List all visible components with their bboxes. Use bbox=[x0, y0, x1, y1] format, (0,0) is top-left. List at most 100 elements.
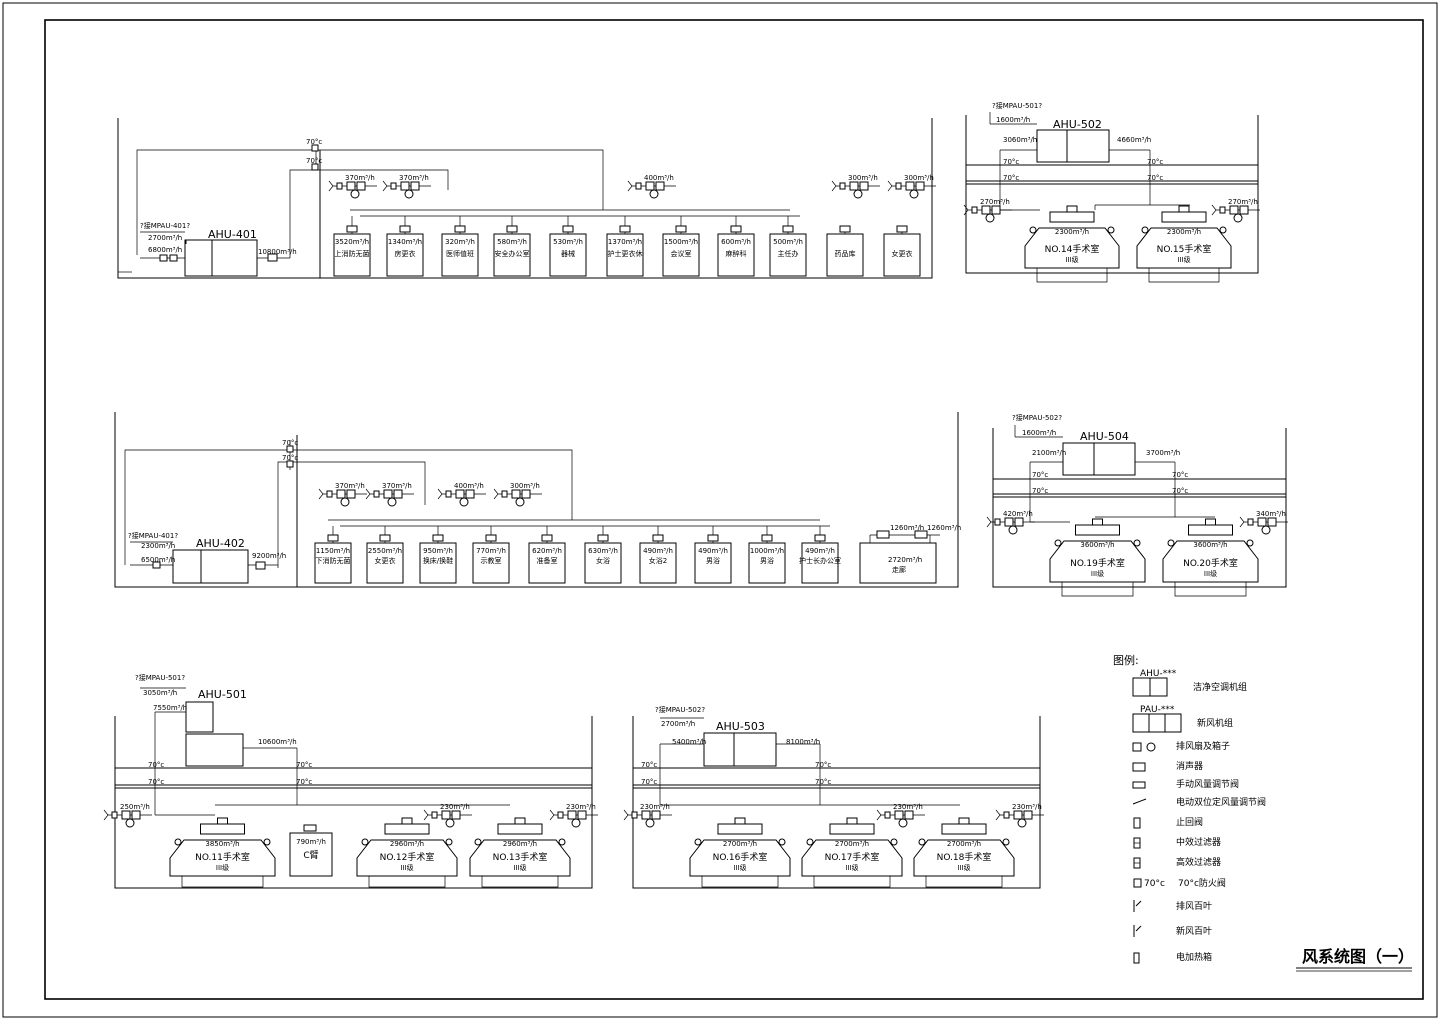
or-18 bbox=[913, 839, 1015, 877]
or-20-flow: 3600m³/h bbox=[1193, 541, 1227, 549]
or-14-return-right bbox=[1107, 226, 1115, 234]
exhaust-402-4-damper bbox=[501, 490, 508, 498]
or-11-hepa-icon bbox=[200, 823, 245, 835]
exhaust-501-2-flow: 230m³/h bbox=[440, 803, 470, 811]
or-13-return-left bbox=[474, 838, 482, 846]
room-402-10-diffuser-icon bbox=[814, 534, 826, 542]
ahu-501-label: AHU-501 bbox=[198, 688, 247, 701]
exhaust-503-2-fan-circle bbox=[898, 818, 908, 828]
room-401-2-diffuser-icon bbox=[399, 225, 411, 233]
exhaust-402-2-damper bbox=[373, 490, 380, 498]
check-valve-icon bbox=[1133, 817, 1141, 829]
room-401-7-name: 会议室 bbox=[671, 249, 692, 258]
room-402-3-diffuser-icon bbox=[432, 534, 444, 542]
room-402-9-name: 男浴 bbox=[760, 556, 774, 565]
or-20-hepa-icon bbox=[1188, 524, 1233, 536]
ahu-401-source: ?接MPAU-401? bbox=[140, 221, 190, 230]
or-11-supply-damper bbox=[217, 817, 228, 825]
or-11-return-duct bbox=[181, 876, 264, 888]
room-402-7 bbox=[639, 542, 677, 584]
room-401-1-flow: 3520m³/h bbox=[335, 238, 369, 246]
exhaust-504-2-flow: 340m³/h bbox=[1256, 510, 1286, 518]
room-402-1-name: 下消防无菌 bbox=[316, 556, 351, 565]
ahu-501-fire-damper-4: 70°c bbox=[296, 778, 312, 786]
room-401-2 bbox=[386, 233, 424, 277]
ahu-504-fire-damper-1: 70°c bbox=[1032, 471, 1048, 479]
legend-ahu-label: 洁净空调机组 bbox=[1193, 681, 1247, 693]
or-18-return-duct bbox=[925, 876, 1003, 888]
exhaust-504-2-fan-circle bbox=[1261, 525, 1271, 535]
or-15-return-right bbox=[1219, 226, 1227, 234]
exhaust-503-3-box-icon bbox=[1023, 810, 1033, 820]
exhaust-401-5-fan-icon bbox=[905, 181, 915, 191]
ahu-402-supply-flow: 9200m³/h bbox=[252, 552, 286, 560]
exhaust-502-2-box-icon bbox=[1239, 205, 1249, 215]
ahu-402-fire-damper-1: 70°c bbox=[282, 439, 298, 447]
corridor-box bbox=[859, 542, 937, 584]
or-16-return-duct bbox=[701, 876, 779, 888]
exhaust-401-2-fan-icon bbox=[400, 181, 410, 191]
or-20-class: III级 bbox=[1204, 569, 1217, 578]
room-401-7-diffuser-icon bbox=[675, 225, 687, 233]
ahu-504-label: AHU-504 bbox=[1080, 430, 1129, 443]
exhaust-502-2-flow: 270m³/h bbox=[1228, 198, 1258, 206]
exhaust-401-1-louver-icon bbox=[328, 180, 334, 192]
exhaust-402-4-fan-circle bbox=[515, 497, 525, 507]
ahu-503-source: ?接MPAU-502? bbox=[655, 705, 705, 714]
exhaust-502-1-fan-circle bbox=[985, 213, 995, 223]
room-402-2-diffuser-icon bbox=[379, 534, 391, 542]
exhaust-402-4-box-icon bbox=[521, 489, 531, 499]
legend-ahu-code: AHU-*** bbox=[1140, 669, 1177, 679]
or-17-name: NO.17手术室 bbox=[825, 851, 880, 863]
exhaust-501-1-flow: 250m³/h bbox=[120, 803, 150, 811]
room-401-3 bbox=[441, 233, 479, 277]
or-13-supply-damper bbox=[514, 817, 526, 825]
motorized-damper-icon bbox=[1132, 798, 1147, 805]
or-20-return-right bbox=[1246, 539, 1254, 547]
exhaust-503-3-flow: 230m³/h bbox=[1012, 803, 1042, 811]
room-402-8-flow: 490m³/h bbox=[698, 547, 728, 555]
or-15-hepa-icon bbox=[1161, 211, 1207, 223]
room-401-1-name: 上消防无菌 bbox=[335, 249, 370, 258]
legend-label-3: 排风扇及箱子 bbox=[1176, 740, 1230, 752]
room-402-2-name: 女更衣 bbox=[375, 556, 396, 565]
or-18-hepa-icon bbox=[941, 823, 987, 835]
or-14-flow: 2300m³/h bbox=[1055, 228, 1089, 236]
or-16-return-left bbox=[694, 838, 702, 846]
exhaust-401-3-fan-circle bbox=[649, 189, 659, 199]
or-14-return-duct bbox=[1036, 268, 1108, 283]
fresh-air-louver-icon bbox=[1133, 925, 1142, 937]
ahu-501-fire-damper-1: 70°c bbox=[148, 761, 164, 769]
or-11-class: III级 bbox=[216, 863, 229, 872]
exhaust-401-2-flow: 370m³/h bbox=[399, 174, 429, 182]
or-15-return-duct bbox=[1148, 268, 1220, 283]
exhaust-503-1-louver-icon bbox=[623, 809, 629, 821]
or-19-supply-damper bbox=[1092, 518, 1103, 526]
or-20-name: NO.20手术室 bbox=[1183, 557, 1238, 569]
exhaust-503-2-damper bbox=[884, 811, 891, 819]
exhaust-504-2-fan-icon bbox=[1257, 517, 1267, 527]
pau-unit-icon bbox=[1132, 713, 1182, 733]
room-401-4-diffuser-icon bbox=[506, 225, 518, 233]
room-402-4-flow: 770m³/h bbox=[476, 547, 506, 555]
room-401-6 bbox=[606, 233, 644, 277]
room-401-9 bbox=[769, 233, 807, 277]
ahu-401-inlet-flow: 6800m³/h bbox=[148, 246, 182, 254]
ahu-402-source: ?接MPAU-401? bbox=[128, 531, 178, 540]
or-11-flow: 3850m³/h bbox=[205, 840, 239, 848]
legend-heading: 图例: bbox=[1113, 653, 1139, 667]
exhaust-501-2-damper bbox=[431, 811, 438, 819]
or-14-return-left bbox=[1029, 226, 1037, 234]
ahu-501-source: ?接MPAU-501? bbox=[135, 673, 185, 682]
ahu-401-label: AHU-401 bbox=[208, 228, 257, 241]
ahu-501-fire-damper-3: 70°c bbox=[148, 778, 164, 786]
exhaust-402-3-damper bbox=[445, 490, 452, 498]
c-arm-room bbox=[289, 832, 333, 877]
exhaust-401-4-damper bbox=[839, 182, 846, 190]
or-17-hepa-icon bbox=[829, 823, 875, 835]
or-17-return-left bbox=[806, 838, 814, 846]
exhaust-501-1-damper bbox=[111, 811, 118, 819]
exhaust-502-1-box-icon bbox=[991, 205, 1001, 215]
ahu-503-inlet-flow: 5400m³/h bbox=[672, 738, 706, 746]
